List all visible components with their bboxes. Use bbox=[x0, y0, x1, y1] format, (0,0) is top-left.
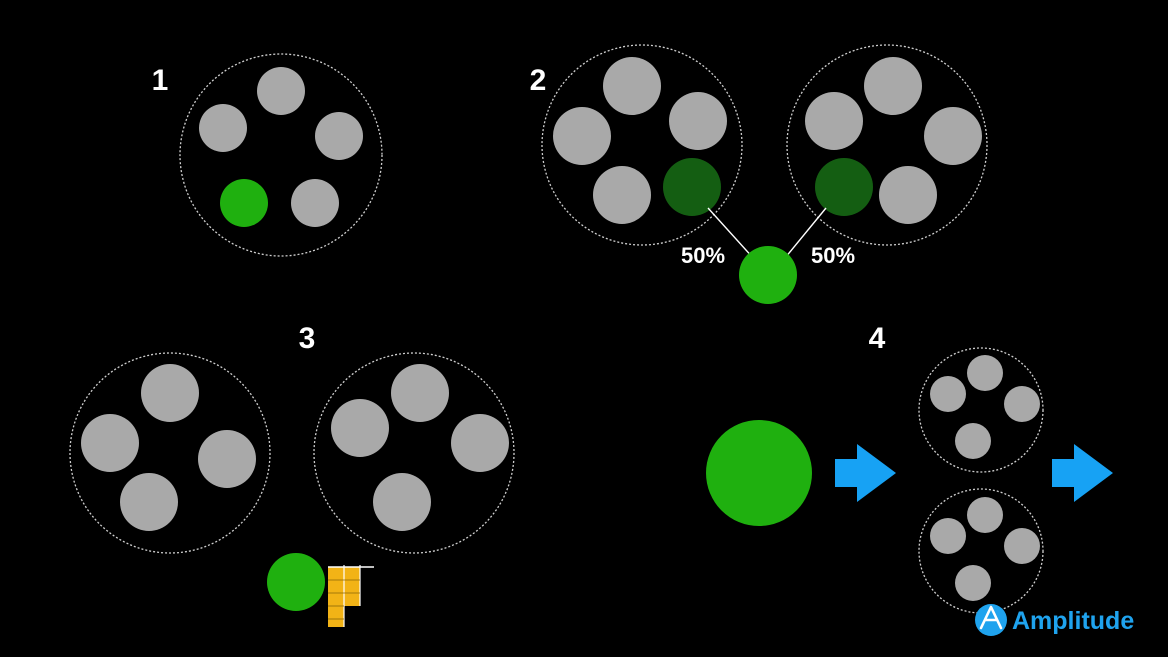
green-node-large bbox=[706, 420, 812, 526]
gray-node bbox=[257, 67, 305, 115]
gray-node bbox=[391, 364, 449, 422]
brand-name: Amplitude bbox=[1012, 607, 1134, 635]
split-percent-right: 50% bbox=[811, 243, 855, 268]
panel-3: 3 bbox=[69, 322, 515, 627]
gray-node bbox=[955, 565, 991, 601]
group-circle-top bbox=[918, 347, 1044, 473]
step-number-4: 4 bbox=[869, 322, 886, 355]
group-circle bbox=[179, 53, 383, 257]
gray-node bbox=[141, 364, 199, 422]
step-number-3: 3 bbox=[299, 322, 316, 355]
panel-4: 4 bbox=[706, 322, 1113, 614]
gray-node bbox=[879, 166, 937, 224]
group-circle-left bbox=[541, 44, 743, 246]
gray-node bbox=[291, 179, 339, 227]
gray-node bbox=[805, 92, 863, 150]
green-node bbox=[267, 553, 325, 611]
green-node bbox=[220, 179, 268, 227]
gray-node bbox=[955, 423, 991, 459]
gray-node bbox=[451, 414, 509, 472]
dark-green-node bbox=[663, 158, 721, 216]
gray-node bbox=[553, 107, 611, 165]
gray-node bbox=[81, 414, 139, 472]
gray-node bbox=[198, 430, 256, 488]
green-node bbox=[739, 246, 797, 304]
gray-node bbox=[593, 166, 651, 224]
ruler-icon bbox=[328, 565, 374, 627]
gray-node bbox=[1004, 386, 1040, 422]
arrow-right-icon bbox=[835, 444, 896, 502]
arrow-right-icon bbox=[1052, 444, 1113, 502]
panel-1: 1 bbox=[152, 53, 383, 257]
connector-line-right bbox=[784, 207, 827, 259]
gray-node bbox=[669, 92, 727, 150]
gray-node bbox=[930, 376, 966, 412]
split-percent-left: 50% bbox=[681, 243, 725, 268]
gray-node bbox=[967, 355, 1003, 391]
connector-line-left bbox=[707, 207, 756, 261]
panel-2: 2 50% 50% bbox=[530, 44, 988, 304]
gray-node bbox=[315, 112, 363, 160]
dark-green-node bbox=[815, 158, 873, 216]
group-circle-right bbox=[313, 352, 515, 554]
gray-node bbox=[1004, 528, 1040, 564]
step-number-2: 2 bbox=[530, 64, 547, 97]
gray-node bbox=[930, 518, 966, 554]
amplitude-logo: Amplitude bbox=[975, 604, 1134, 636]
gray-node bbox=[967, 497, 1003, 533]
step-number-1: 1 bbox=[152, 64, 169, 97]
gray-node bbox=[373, 473, 431, 531]
group-circle-left bbox=[69, 352, 271, 554]
gray-node bbox=[331, 399, 389, 457]
gray-node bbox=[603, 57, 661, 115]
gray-node bbox=[864, 57, 922, 115]
gray-node bbox=[120, 473, 178, 531]
group-circle-right bbox=[786, 44, 988, 246]
gray-node bbox=[199, 104, 247, 152]
gray-node bbox=[924, 107, 982, 165]
